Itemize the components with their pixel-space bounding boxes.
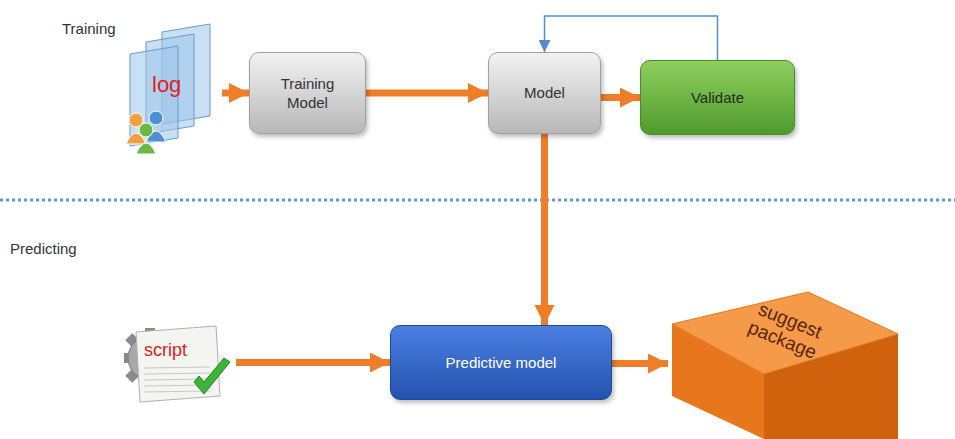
box-text: Training Model [260,74,355,113]
script-text: script [144,340,187,361]
box-text: Model [524,83,565,103]
process-box: Training Model [249,52,366,134]
section-label: Predicting [10,240,77,257]
flow-arrow [366,90,488,97]
check-mark [194,358,230,394]
section-label: Training [62,20,116,37]
script-illustration: script [124,318,236,414]
log-illustration: log [122,22,222,157]
package-cube: suggest package [668,288,900,439]
log-text: log [152,72,181,98]
flow-arrow [601,94,640,101]
model-box: Model [488,52,601,134]
validate-box: Validate [640,60,795,135]
flow-arrow [541,134,548,325]
flow-arrow [612,360,668,367]
divider-line [0,199,955,202]
box-text: Predictive model [446,353,557,373]
box-text: Validate [691,88,744,108]
script-gear-icon [124,318,236,414]
flow-arrow [222,90,249,97]
predictive-box: Predictive model [390,325,612,400]
flow-arrow [236,359,390,366]
